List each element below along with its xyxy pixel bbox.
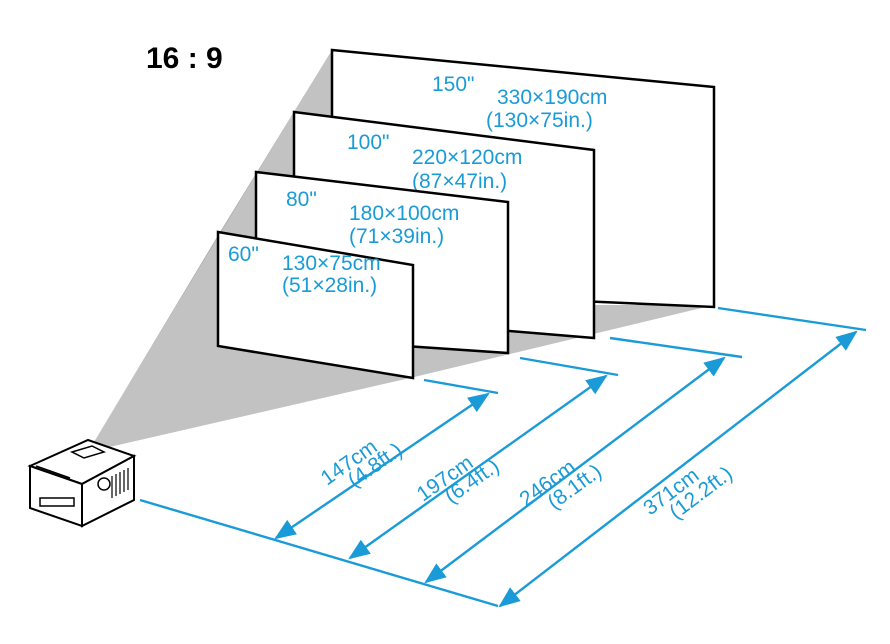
screen-60-diagonal: 60" xyxy=(228,243,259,266)
screen-150-size-in: (130×75in.) xyxy=(486,109,593,132)
distance-371: 371cm (12.2ft.) xyxy=(498,306,867,608)
screen-100-diagonal: 100" xyxy=(347,131,390,154)
projector-icon xyxy=(27,438,137,528)
screen-60-size-in: (51×28in.) xyxy=(282,274,377,297)
screen-150-diagonal: 150" xyxy=(432,73,475,96)
screen-150-size-cm: 330×190cm xyxy=(497,86,607,109)
screen-60-size-cm: 130×75cm xyxy=(282,252,381,275)
screen-100-size-in: (87×47in.) xyxy=(412,170,507,193)
screen-80-size-cm: 180×100cm xyxy=(349,202,459,225)
floor-baseline xyxy=(139,498,499,608)
screen-100-size-cm: 220×120cm xyxy=(412,146,522,169)
screen-80-size-in: (71×39in.) xyxy=(349,225,444,248)
screen-80-diagonal: 80" xyxy=(286,188,317,211)
distance-246: 246cm (8.1ft.) xyxy=(424,336,743,584)
screen-60: 60" 130×75cm (51×28in.) xyxy=(216,230,415,380)
aspect-ratio-label: 16 : 9 xyxy=(146,42,223,75)
